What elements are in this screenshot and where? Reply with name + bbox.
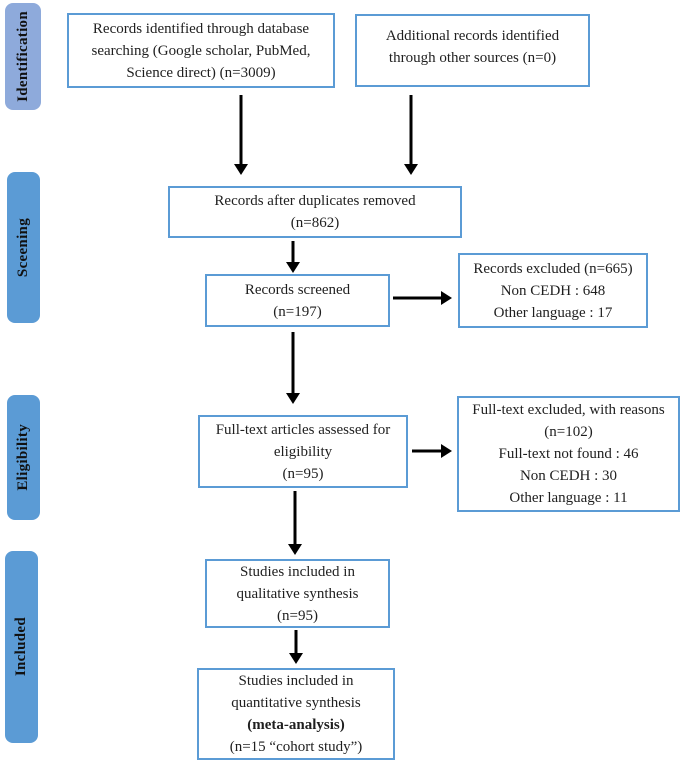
arrow-additional-to-duplicates	[404, 95, 418, 175]
box-records-screened: Records screened (n=197)	[205, 274, 390, 327]
box-quantitative-synthesis: Studies included in quantitative synthes…	[197, 668, 395, 760]
box-text-line: (n=15 “cohort study”)	[229, 739, 363, 755]
arrow-head-icon	[404, 164, 418, 175]
arrow-identified-to-duplicates	[234, 95, 248, 175]
box-fulltext-assessed: Full-text articles assessed for eligibil…	[198, 415, 408, 488]
arrow-head-icon	[288, 544, 302, 555]
box-duplicates-removed: Records after duplicates removed (n=862)	[168, 186, 462, 238]
arrow-screened-to-excluded	[393, 291, 452, 305]
box-records-excluded: Records excluded (n=665) Non CEDH : 648 …	[458, 253, 648, 328]
arrow-head-icon	[234, 164, 248, 175]
arrow-head-icon	[286, 262, 300, 273]
box-text: Records excluded (n=665) Non CEDH : 648 …	[473, 260, 633, 321]
arrow-shaft	[393, 296, 443, 300]
stage-label-identification: Identification	[5, 3, 41, 110]
stage-label-text: Identification	[14, 11, 31, 102]
arrow-head-icon	[289, 653, 303, 664]
stage-label-text: Eligibility	[15, 424, 31, 491]
arrow-assessed-to-qualitative	[288, 491, 302, 555]
stage-label-text: Included	[13, 617, 29, 677]
box-text: Additional records identified through ot…	[385, 28, 560, 66]
box-records-identified: Records identified through database sear…	[67, 13, 335, 88]
arrow-shaft	[409, 95, 413, 166]
box-text-line-bold: (meta-analysis)	[247, 717, 345, 733]
box-text: Records after duplicates removed (n=862)	[214, 193, 416, 231]
arrow-shaft	[291, 332, 295, 395]
box-additional-records: Additional records identified through ot…	[355, 14, 590, 87]
arrow-head-icon	[286, 393, 300, 404]
box-text: Full-text articles assessed for eligibil…	[215, 421, 391, 482]
stage-label-included: Included	[5, 551, 38, 743]
box-text-line: quantitative synthesis	[231, 695, 361, 711]
box-text: Records screened (n=197)	[244, 281, 351, 320]
arrow-head-icon	[441, 444, 452, 458]
box-text: Studies included in qualitative synthesi…	[236, 563, 359, 624]
arrow-duplicates-to-screened	[286, 241, 300, 273]
stage-label-sceening: Sceening	[7, 172, 40, 323]
box-fulltext-excluded: Full-text excluded, with reasons (n=102)…	[457, 396, 680, 512]
arrow-shaft	[239, 95, 243, 166]
box-text: Full-text excluded, with reasons (n=102)…	[472, 402, 665, 506]
arrow-qualitative-to-quantitative	[289, 630, 303, 664]
box-qualitative-synthesis: Studies included in qualitative synthesi…	[205, 559, 390, 628]
box-text-line: Studies included in	[238, 673, 354, 689]
stage-label-text: Sceening	[15, 217, 31, 278]
arrow-assessed-to-excluded	[412, 444, 452, 458]
arrow-shaft	[412, 449, 443, 453]
arrow-shaft	[293, 491, 297, 546]
arrow-head-icon	[441, 291, 452, 305]
stage-label-eligibility: Eligibility	[7, 395, 40, 520]
arrow-shaft	[291, 241, 295, 264]
arrow-screened-to-assessed	[286, 332, 300, 404]
box-text: Records identified through database sear…	[91, 20, 311, 81]
arrow-shaft	[294, 630, 298, 655]
